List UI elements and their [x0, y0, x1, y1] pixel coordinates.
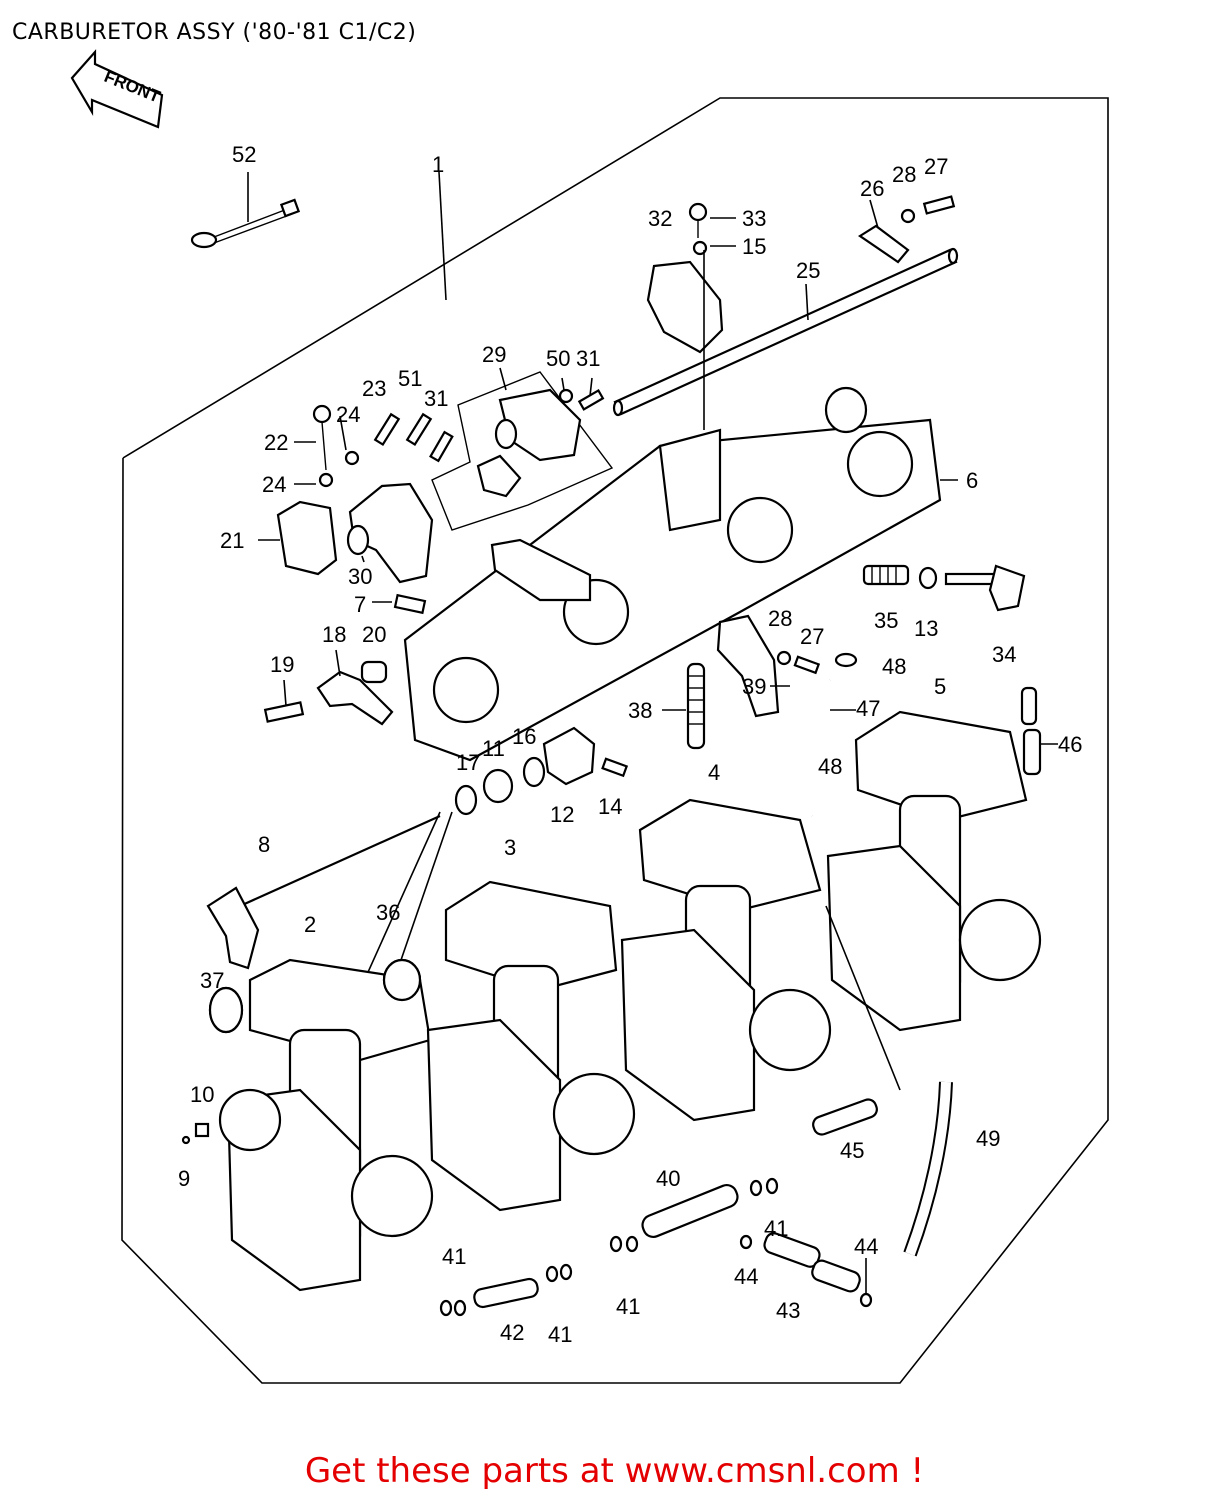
part-26-27-28-top — [857, 195, 956, 264]
callout-41b: 41 — [548, 1322, 572, 1347]
part-7 — [372, 593, 427, 615]
throttle-shaft — [612, 247, 959, 417]
callout-27b: 27 — [800, 624, 824, 649]
callout-39: 39 — [742, 674, 766, 699]
callout-5: 5 — [934, 674, 946, 699]
callout-46: 46 — [1058, 732, 1082, 757]
carburetor-3 — [426, 880, 636, 1212]
part-21-30 — [258, 482, 434, 584]
callout-25: 25 — [796, 258, 820, 283]
callout-6: 6 — [966, 468, 978, 493]
front-arrow-icon: FRONT — [70, 49, 163, 129]
footer-link[interactable]: Get these parts at www.cmsnl.com ! — [304, 1451, 925, 1491]
part-6-intake-plate — [403, 386, 958, 762]
callout-16: 16 — [512, 724, 536, 749]
callout-31a: 31 — [576, 346, 600, 371]
carburetor-4 — [620, 798, 832, 1122]
callout-44a: 44 — [854, 1234, 878, 1259]
callout-22: 22 — [264, 430, 288, 455]
callout-31b: 31 — [424, 386, 448, 411]
part-22-23-24-51-31 — [294, 404, 454, 488]
callout-41a: 41 — [442, 1244, 466, 1269]
part-29-box — [431, 367, 614, 531]
callout-48a: 48 — [882, 654, 906, 679]
callout-45: 45 — [840, 1138, 864, 1163]
callout-26: 26 — [860, 176, 884, 201]
part-45-49 — [812, 905, 953, 1257]
callout-43: 43 — [776, 1298, 800, 1323]
callout-52: 52 — [232, 142, 256, 167]
part-35-13-34 — [862, 564, 1026, 612]
callout-24b: 24 — [262, 472, 286, 497]
callout-49: 49 — [976, 1126, 1000, 1151]
part-9-10-36-37 — [181, 958, 422, 1145]
callout-33: 33 — [742, 206, 766, 231]
carburetor-5 — [826, 710, 1042, 1032]
callout-labels: 1 2 3 4 5 6 7 8 9 10 11 12 13 14 15 16 1… — [178, 142, 1082, 1347]
callout-14: 14 — [598, 794, 622, 819]
callout-11: 11 — [482, 736, 505, 761]
callout-28a: 28 — [892, 162, 916, 187]
part-11-12-14-16-17 — [341, 726, 629, 1051]
callout-4: 4 — [708, 760, 720, 785]
callout-18: 18 — [322, 622, 346, 647]
callout-36: 36 — [376, 900, 400, 925]
callout-2: 2 — [304, 912, 316, 937]
part-38-39-27-28 — [662, 614, 858, 750]
callout-50: 50 — [546, 346, 570, 371]
callout-13: 13 — [914, 616, 938, 641]
callout-28b: 28 — [768, 606, 792, 631]
callout-42: 42 — [500, 1320, 524, 1345]
callout-21: 21 — [220, 528, 244, 553]
callout-41c: 41 — [616, 1294, 640, 1319]
callout-10: 10 — [190, 1082, 214, 1107]
part-8 — [206, 814, 441, 970]
callout-24a: 24 — [336, 402, 360, 427]
callout-40: 40 — [656, 1166, 680, 1191]
callout-19: 19 — [270, 652, 294, 677]
carburetor-exploded-diagram: FRONT — [70, 49, 1109, 1384]
part-32-33-15 — [646, 202, 736, 430]
callout-20: 20 — [362, 622, 386, 647]
callout-35: 35 — [874, 608, 898, 633]
callout-41d: 41 — [764, 1216, 788, 1241]
callout-17: 17 — [456, 750, 480, 775]
callout-9: 9 — [178, 1166, 190, 1191]
callout-29: 29 — [482, 342, 506, 367]
callout-48b: 48 — [818, 754, 842, 779]
callout-32: 32 — [648, 206, 672, 231]
callout-7: 7 — [354, 592, 366, 617]
callout-12: 12 — [550, 802, 574, 827]
carburetor-2 — [208, 958, 434, 1292]
callout-44b: 44 — [734, 1264, 758, 1289]
callout-3: 3 — [504, 835, 516, 860]
callout-30: 30 — [348, 564, 372, 589]
callout-15: 15 — [742, 234, 766, 259]
part-50-31 — [558, 377, 605, 411]
part-52 — [190, 172, 301, 249]
callout-23: 23 — [362, 376, 386, 401]
part-46-47 — [785, 675, 1058, 819]
assembly-border — [121, 97, 1109, 1384]
callout-34: 34 — [992, 642, 1016, 667]
part-18-19-20 — [263, 649, 394, 726]
callout-47: 47 — [856, 696, 880, 721]
callout-38: 38 — [628, 698, 652, 723]
page-title: CARBURETOR ASSY ('80-'81 C1/C2) — [12, 20, 417, 45]
part-40-41-42-43-44 — [439, 1177, 873, 1317]
callout-1: 1 — [432, 152, 444, 177]
callout-27a: 27 — [924, 154, 948, 179]
callout-51: 51 — [398, 366, 422, 391]
callout-8: 8 — [258, 832, 270, 857]
callout-37: 37 — [200, 968, 224, 993]
